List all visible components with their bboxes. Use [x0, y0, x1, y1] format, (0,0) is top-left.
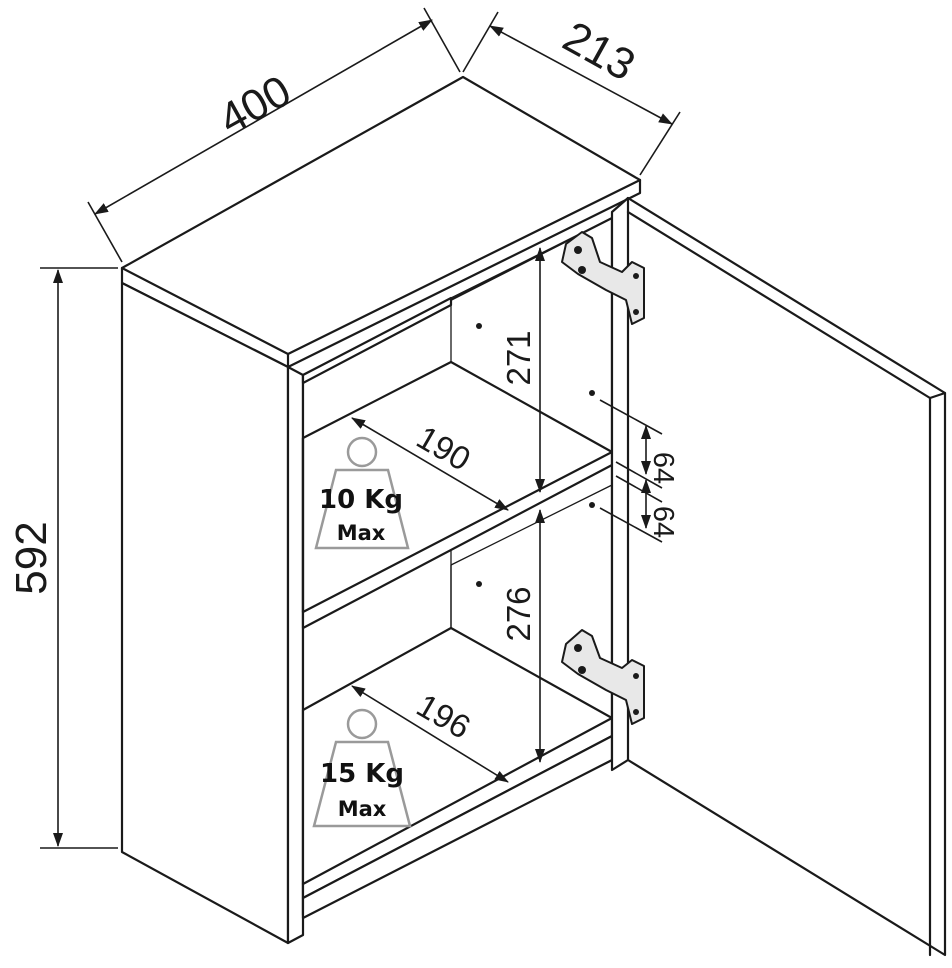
lower-weight-max: Max	[338, 797, 387, 821]
door-panel	[610, 196, 947, 957]
left-panel-front-edge	[286, 365, 305, 945]
upper-weight-value: 10 Kg	[319, 485, 403, 515]
upper-weight-icon: 10 Kg Max	[314, 436, 410, 550]
interior-ceiling	[301, 296, 453, 385]
hole-spacing-lower-label: 64	[647, 506, 679, 538]
lower-weight-icon: 15 Kg Max	[312, 708, 412, 828]
upper-weight-max: Max	[337, 521, 386, 545]
hole-spacing-upper-label: 64	[647, 452, 679, 484]
lower-weight-value: 15 Kg	[320, 759, 404, 789]
upper-hinge-icon	[561, 231, 645, 325]
dimension-height: 592	[7, 267, 118, 849]
lower-compartment-label: 276	[500, 586, 537, 641]
dimension-upper-compartment: 271	[500, 247, 545, 493]
width-label: 400	[211, 66, 299, 144]
left-side-panel	[120, 281, 290, 945]
dimension-hole-spacing: 64 64	[599, 399, 679, 543]
depth-label: 213	[555, 12, 643, 90]
lower-hinge-icon	[561, 629, 645, 725]
height-label: 592	[7, 521, 56, 594]
upper-compartment-label: 271	[500, 330, 537, 385]
dimension-lower-compartment: 276	[500, 509, 545, 763]
cabinet-door	[610, 196, 947, 957]
